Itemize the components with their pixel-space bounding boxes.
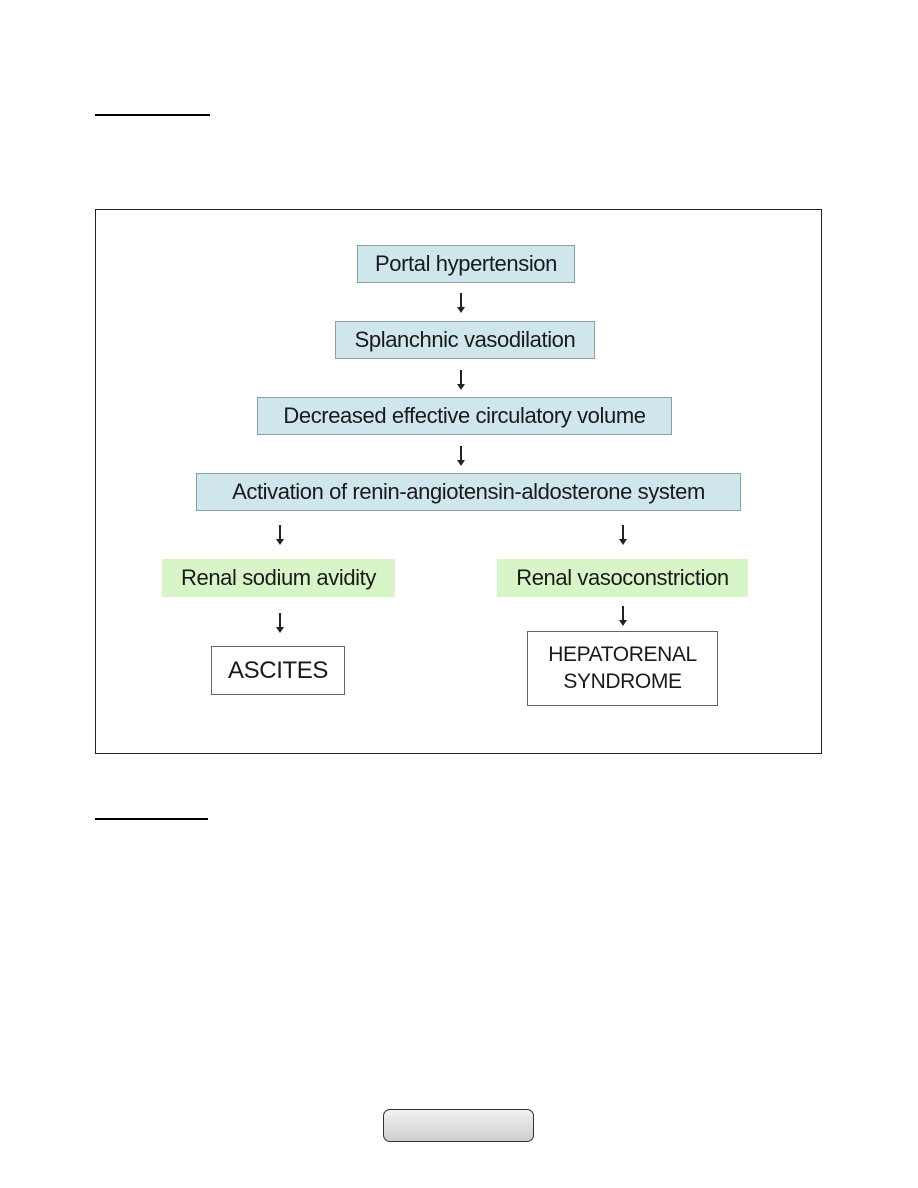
pathophysiology-diagram: Portal hypertension Splanchnic vasodilat… bbox=[95, 209, 822, 754]
node-label-line-1: HEPATORENAL bbox=[548, 643, 697, 667]
arrow-down-3 bbox=[456, 446, 466, 466]
arrow-down-to-hepatorenal bbox=[618, 606, 628, 626]
node-label: Renal sodium avidity bbox=[181, 565, 376, 590]
arrow-down-right-branch bbox=[618, 525, 628, 545]
node-ascites: ASCITES bbox=[211, 646, 345, 695]
node-portal-hypertension: Portal hypertension bbox=[357, 245, 575, 283]
arrow-down-2 bbox=[456, 370, 466, 390]
nav-button[interactable] bbox=[383, 1109, 534, 1142]
node-label: ASCITES bbox=[228, 656, 328, 684]
node-label: Renal vasoconstriction bbox=[516, 565, 729, 590]
heading-underline-bottom bbox=[95, 818, 208, 820]
node-label: Activation of renin-angiotensin-aldoster… bbox=[232, 479, 705, 504]
node-label: Portal hypertension bbox=[375, 251, 557, 276]
node-renal-sodium-avidity: Renal sodium avidity bbox=[162, 559, 395, 597]
node-label: Splanchnic vasodilation bbox=[354, 327, 576, 352]
arrow-down-to-ascites bbox=[275, 613, 285, 633]
heading-underline-top bbox=[95, 114, 210, 116]
arrow-down-left-branch bbox=[275, 525, 285, 545]
node-decreased-circulatory-volume: Decreased effective circulatory volume bbox=[257, 397, 672, 435]
node-splanchnic-vasodilation: Splanchnic vasodilation bbox=[335, 321, 595, 359]
node-renal-vasoconstriction: Renal vasoconstriction bbox=[497, 559, 748, 597]
node-raas-activation: Activation of renin-angiotensin-aldoster… bbox=[196, 473, 741, 511]
arrow-down-1 bbox=[456, 293, 466, 313]
node-label: Decreased effective circulatory volume bbox=[283, 403, 646, 428]
node-label-line-2: SYNDROME bbox=[563, 669, 682, 693]
node-hepatorenal-syndrome: HEPATORENAL SYNDROME bbox=[527, 631, 718, 706]
